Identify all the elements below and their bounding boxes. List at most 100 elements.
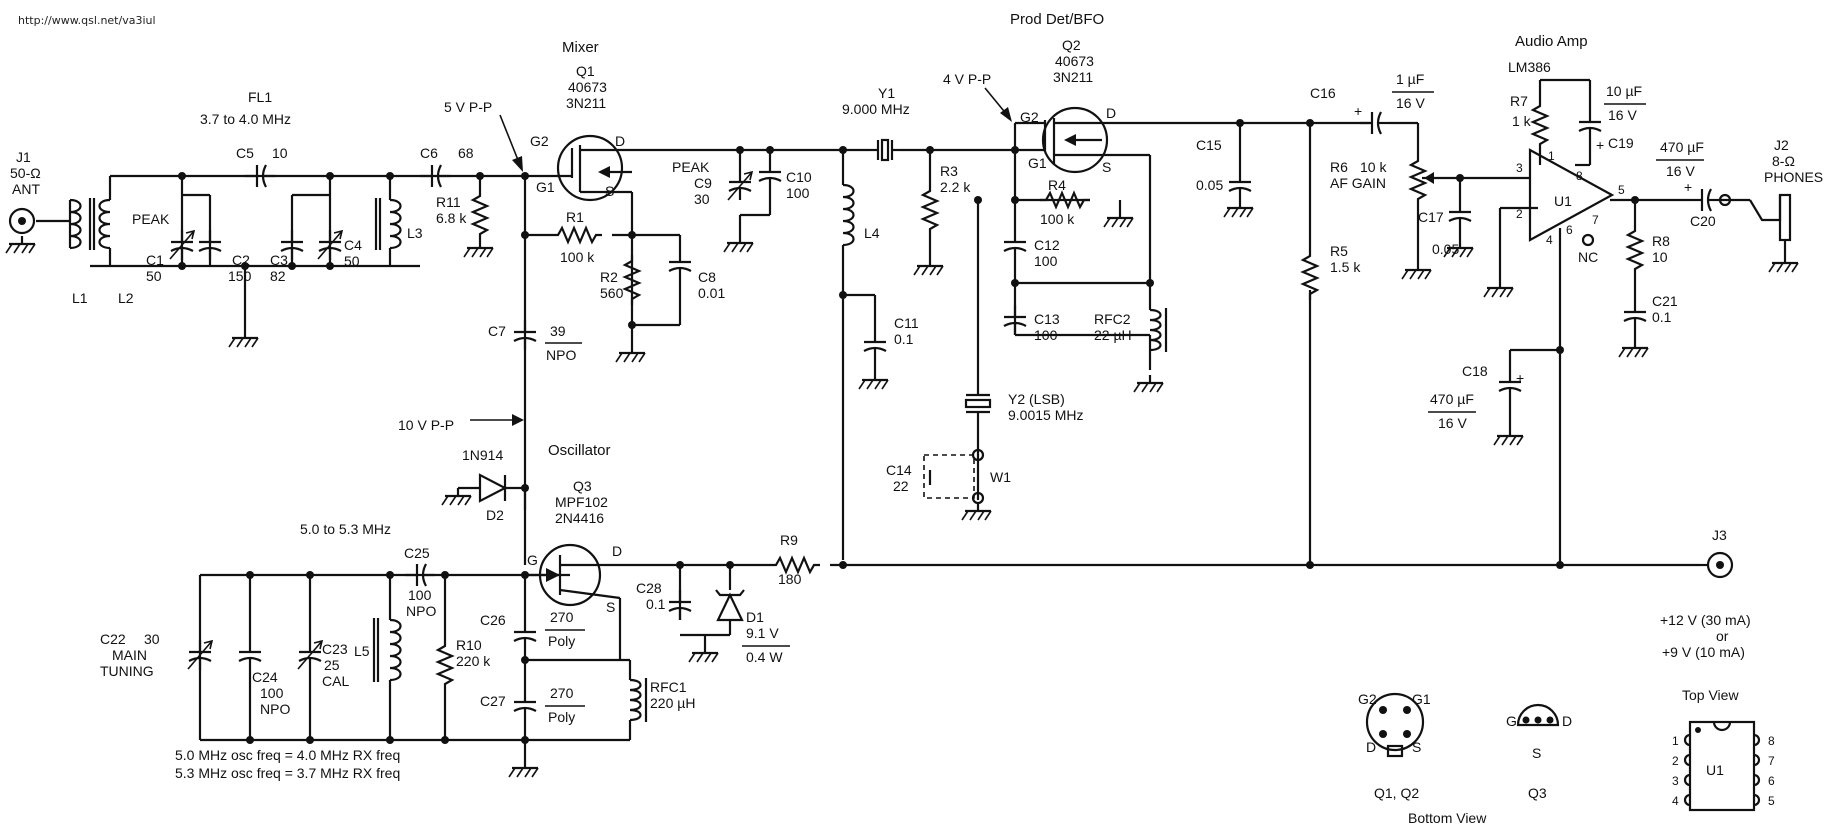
- r10-value: 220 k: [456, 653, 491, 669]
- u1-pin-8: 8: [1576, 169, 1583, 183]
- pin-q12-s: S: [1412, 739, 1421, 755]
- y1-value: 9.000 MHz: [842, 101, 910, 117]
- r5-label: R5: [1330, 243, 1348, 259]
- c10-label: C10: [786, 169, 812, 185]
- r4-value: 100 k: [1040, 211, 1075, 227]
- c9-peak: PEAK: [672, 159, 710, 175]
- c27-type: Poly: [548, 709, 575, 725]
- c18-voltage: 16 V: [1438, 415, 1467, 431]
- note-2: 5.3 MHz osc freq = 3.7 MHz RX freq: [175, 765, 400, 781]
- c15-label: C15: [1196, 137, 1222, 153]
- c25-type: NPO: [406, 603, 436, 619]
- j3-supply-a: +12 V (30 mA): [1660, 612, 1751, 628]
- q2-part-a: 40673: [1055, 53, 1094, 69]
- r6-label: R6: [1330, 159, 1348, 175]
- l1-label: L1: [72, 290, 88, 306]
- c3-label: C3: [270, 252, 288, 268]
- l4-label: L4: [864, 225, 880, 241]
- u1-pin-3: 3: [1516, 161, 1523, 175]
- svg-text:+: +: [1516, 370, 1524, 386]
- q3-label: Q3: [573, 478, 592, 494]
- u1-pin-6: 6: [1566, 223, 1573, 237]
- u1-pinout-8: 8: [1768, 734, 1775, 748]
- c7-label: C7: [488, 323, 506, 339]
- d1-value: 9.1 V: [746, 625, 779, 641]
- bottom-view-label: Bottom View: [1408, 810, 1487, 826]
- c12-value: 100: [1034, 253, 1058, 269]
- j3-supply-or: or: [1716, 628, 1729, 644]
- nc-label: NC: [1578, 249, 1598, 265]
- q3-part-b: 2N4416: [555, 510, 604, 526]
- j2-label: J2: [1774, 137, 1789, 153]
- d2-part: 1N914: [462, 447, 503, 463]
- c24-type: NPO: [260, 701, 290, 717]
- signal-5vpp: 5 V P-P: [444, 99, 492, 115]
- u1-pinout-2: 2: [1672, 754, 1679, 768]
- q1-g1: G1: [536, 179, 555, 195]
- q1-part-b: 3N211: [566, 95, 606, 111]
- c2-value: 150: [228, 268, 252, 284]
- c8-label: C8: [698, 269, 716, 285]
- r11-label: R11: [436, 194, 461, 210]
- u1-pin-2: 2: [1516, 207, 1523, 221]
- r8-label: R8: [1652, 233, 1670, 249]
- wires: [36, 78, 1750, 760]
- rfc2-value: 22 µH: [1094, 327, 1132, 343]
- j3-supply-b: +9 V (10 mA): [1662, 644, 1745, 660]
- u1-pinout-6: 6: [1768, 774, 1775, 788]
- c17-value: 0.05: [1432, 241, 1459, 257]
- signal-arrows: [470, 87, 1012, 426]
- u1-pinout: [1683, 720, 1761, 812]
- c18-label: C18: [1462, 363, 1488, 379]
- q1-label: Q1: [576, 63, 595, 79]
- r7-value: 1 k: [1512, 113, 1532, 129]
- c5-value: 10: [272, 145, 288, 161]
- c22-label: C22: [100, 631, 126, 647]
- c2-label: C2: [232, 252, 250, 268]
- u1-pinout-7: 7: [1768, 754, 1775, 768]
- r6-function: AF GAIN: [1330, 175, 1386, 191]
- r1-value: 100 k: [560, 249, 595, 265]
- c24-label: C24: [252, 669, 278, 685]
- q2-s: S: [1102, 159, 1111, 175]
- q3-g: G: [527, 552, 538, 568]
- c28-value: 0.1: [646, 596, 666, 612]
- c26-label: C26: [480, 612, 506, 628]
- u1-pinout-3: 3: [1672, 774, 1679, 788]
- c10-value: 100: [786, 185, 810, 201]
- c19-voltage: 16 V: [1608, 107, 1637, 123]
- c11-label: C11: [894, 315, 919, 331]
- q3-s: S: [606, 599, 615, 615]
- u1-pin-4: 4: [1546, 233, 1553, 247]
- q1-g2: G2: [530, 133, 549, 149]
- r4-label: R4: [1048, 177, 1066, 193]
- c22-tuning: TUNING: [100, 663, 154, 679]
- mixer-title: Mixer: [562, 39, 599, 56]
- c21-value: 0.1: [1652, 309, 1672, 325]
- y1-label: Y1: [878, 85, 895, 101]
- pin-q3-s: S: [1532, 745, 1541, 761]
- pin-q12-g2: G2: [1358, 691, 1377, 707]
- c14-value: 22: [893, 478, 909, 494]
- c12-label: C12: [1034, 237, 1060, 253]
- r11-value: 6.8 k: [436, 210, 467, 226]
- r9-value: 180: [778, 571, 802, 587]
- rfc2-label: RFC2: [1094, 311, 1131, 327]
- j3-label: J3: [1712, 527, 1727, 543]
- w1-label: W1: [990, 469, 1011, 485]
- c6-value: 68: [458, 145, 474, 161]
- c16-label: C16: [1310, 85, 1336, 101]
- q2-g1: G1: [1028, 155, 1047, 171]
- c11-value: 0.1: [894, 331, 914, 347]
- q2-label: Q2: [1062, 37, 1081, 53]
- q2-part-b: 3N211: [1053, 69, 1093, 85]
- note-1: 5.0 MHz osc freq = 4.0 MHz RX freq: [175, 747, 400, 763]
- q12-pinout-label: Q1, Q2: [1374, 785, 1419, 801]
- svg-text:+: +: [1684, 179, 1692, 195]
- c25-value: 100: [408, 587, 432, 603]
- c19-value: 10 µF: [1606, 83, 1642, 99]
- fl1-label: FL1: [248, 89, 272, 105]
- c26-type: Poly: [548, 633, 575, 649]
- labels: Mixer Prod Det/BFO Audio Amp Oscillator …: [10, 11, 1823, 826]
